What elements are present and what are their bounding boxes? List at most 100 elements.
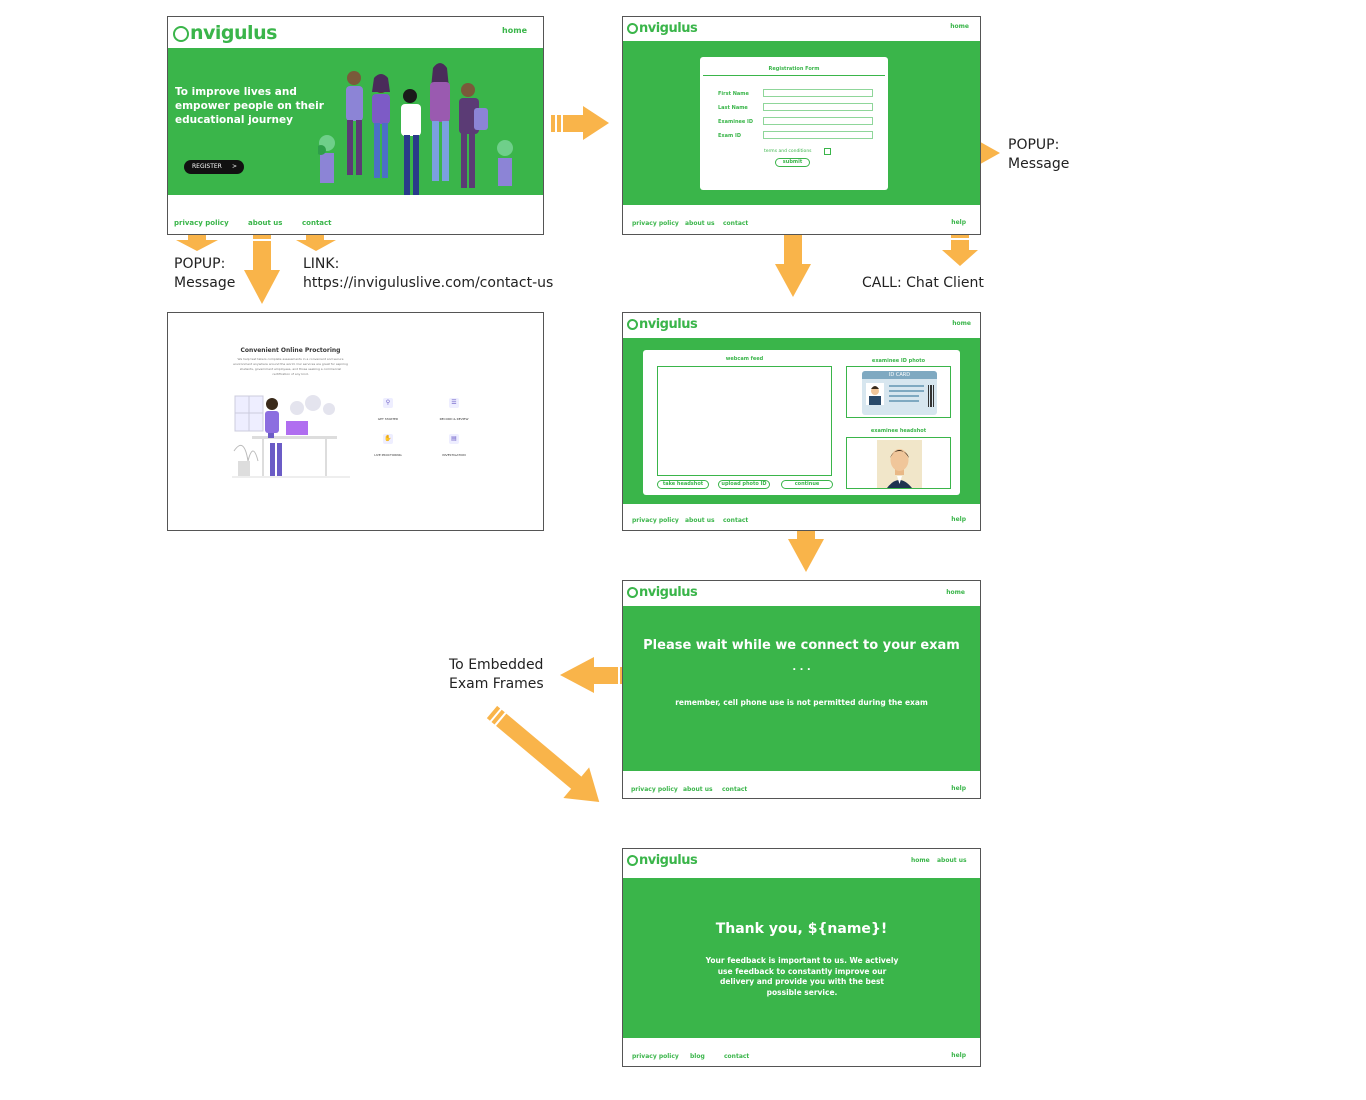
- plant-right: [497, 140, 513, 186]
- footer-contact-link[interactable]: contact: [722, 786, 748, 793]
- magnifier-icon: ⚲: [383, 398, 393, 408]
- embedded-frames-note: To Embedded Exam Frames: [449, 656, 544, 694]
- nav-home[interactable]: home: [502, 26, 527, 35]
- landing-page-frame: nvigulus home To improve lives and empow…: [167, 16, 544, 235]
- id-photo-box: ID CARD: [846, 366, 951, 418]
- logo-ring-icon: [173, 25, 189, 42]
- webcam-feed-box: [657, 366, 832, 476]
- headshot-label: examinee headshot: [870, 428, 927, 434]
- thanks-body: Your feedback is important to us. We act…: [705, 956, 899, 997]
- hero-tagline: To improve lives and empower people on t…: [175, 86, 324, 126]
- terms-checkbox[interactable]: [824, 148, 831, 155]
- nav-home[interactable]: home: [946, 589, 965, 596]
- service-record-review[interactable]: ☰ RECORD & REVIEW: [434, 398, 474, 421]
- submit-button[interactable]: submit: [775, 158, 810, 167]
- footer-help-link[interactable]: help: [951, 1052, 966, 1059]
- note-line: To Embedded: [449, 657, 544, 673]
- logo-ring-icon: [627, 587, 638, 598]
- chevron-right-icon: >: [231, 163, 237, 170]
- invigulus-logo[interactable]: nvigulus: [627, 317, 698, 332]
- logo-ring-icon: [627, 855, 638, 866]
- waiting-page-frame: nvigulus home Please wait while we conne…: [622, 580, 981, 799]
- green-background: Registration Form First Name Last Name E…: [623, 41, 980, 205]
- database-icon: ☰: [449, 398, 459, 408]
- footer-blog-link[interactable]: blog: [690, 1053, 705, 1060]
- service-live-proctoring[interactable]: ✋ LIVE PROCTORING: [368, 434, 408, 457]
- first-name-field[interactable]: [763, 89, 873, 97]
- id-card-details: [866, 383, 934, 407]
- footer-contact-link[interactable]: contact: [302, 219, 332, 227]
- student-3: [401, 89, 421, 195]
- proctoring-illustration: [232, 395, 350, 478]
- plant-left: [318, 135, 335, 183]
- invigulus-logo[interactable]: nvigulus: [627, 585, 698, 600]
- terms-label: terms and conditions: [764, 149, 812, 154]
- footer-help-link[interactable]: help: [951, 219, 966, 226]
- student-1: [346, 71, 363, 175]
- register-button[interactable]: REGISTER >: [184, 160, 244, 174]
- footer-contact-link[interactable]: contact: [724, 1053, 750, 1060]
- note-line: Message: [1008, 156, 1070, 172]
- nav-home[interactable]: home: [950, 23, 969, 30]
- note-line: Exam Frames: [449, 676, 544, 692]
- footer-contact-link[interactable]: contact: [723, 220, 749, 227]
- examinee-id-field[interactable]: [763, 117, 873, 125]
- last-name-field[interactable]: [763, 103, 873, 111]
- invigulus-logo[interactable]: nvigulus: [627, 853, 698, 868]
- contact-link-note: LINK: https://inviguluslive.com/contact-…: [303, 255, 553, 293]
- nav-home[interactable]: home: [911, 857, 930, 864]
- footer-contact-link[interactable]: contact: [723, 517, 749, 524]
- privacy-popup-note: POPUP: Message: [174, 255, 235, 293]
- footer-about-link[interactable]: about us: [248, 219, 283, 227]
- webcam-label: webcam feed: [725, 356, 764, 362]
- service-label: LIVE PROCTORING: [374, 453, 402, 457]
- footer-privacy-link[interactable]: privacy policy: [632, 517, 679, 524]
- footer-help-link[interactable]: help: [951, 785, 966, 792]
- logo-ring-icon: [627, 23, 638, 34]
- service-investigation[interactable]: ▤ INVESTIGATION: [434, 434, 474, 457]
- invigulus-logo[interactable]: nvigulus: [627, 21, 698, 36]
- hero-banner: To improve lives and empower people on t…: [168, 48, 543, 195]
- footer-about-link[interactable]: about us: [685, 220, 715, 227]
- phone-reminder: remember, cell phone use is not permitte…: [675, 698, 928, 707]
- headshot-avatar: [877, 440, 922, 488]
- about-title: Convenient Online Proctoring: [240, 347, 341, 354]
- about-body: We help test takers complete assessments…: [233, 357, 348, 376]
- continue-button[interactable]: continue: [781, 480, 833, 489]
- arrow-landing-to-registration: [551, 106, 609, 140]
- service-label: INVESTIGATION: [442, 453, 466, 457]
- document-icon: ▤: [449, 434, 459, 444]
- id-photo-label: examinee ID photo: [871, 358, 926, 364]
- first-name-label: First Name: [718, 91, 749, 97]
- logo-ring-icon: [627, 319, 638, 330]
- student-4: [430, 63, 450, 181]
- hand-icon: ✋: [383, 434, 393, 444]
- footer-privacy-link[interactable]: privacy policy: [632, 220, 679, 227]
- thanks-title: Thank you, ${name}!: [715, 921, 888, 937]
- last-name-label: Last Name: [718, 105, 748, 111]
- footer-about-link[interactable]: about us: [685, 517, 715, 524]
- nav-about[interactable]: about us: [937, 857, 967, 864]
- footer-privacy-link[interactable]: privacy policy: [632, 1053, 679, 1060]
- student-2: [372, 74, 390, 178]
- headshot-box: [846, 437, 951, 489]
- green-background: Please wait while we connect to your exa…: [623, 606, 980, 771]
- footer-privacy-link[interactable]: privacy policy: [631, 786, 678, 793]
- take-headshot-button[interactable]: take headshot: [657, 480, 709, 489]
- form-title: Registration Form: [768, 66, 820, 72]
- green-background: webcam feed take headshot upload photo I…: [623, 338, 980, 504]
- nav-home[interactable]: home: [952, 320, 971, 327]
- footer-help-link[interactable]: help: [951, 516, 966, 523]
- form-title-divider: [703, 75, 885, 76]
- invigulus-logo[interactable]: nvigulus: [173, 22, 277, 44]
- exam-id-field[interactable]: [763, 131, 873, 139]
- help-call-note: CALL: Chat Client: [862, 275, 984, 291]
- footer-privacy-link[interactable]: privacy policy: [174, 219, 229, 227]
- footer-about-link[interactable]: about us: [683, 786, 713, 793]
- students-illustration: [318, 63, 513, 195]
- service-get-started[interactable]: ⚲ GET STARTED: [368, 398, 408, 421]
- upload-photo-id-button[interactable]: upload photo ID: [718, 480, 770, 489]
- arrow-about-to-page: [244, 229, 280, 304]
- examinee-id-label: Examinee ID: [718, 119, 754, 125]
- student-5: [459, 83, 488, 188]
